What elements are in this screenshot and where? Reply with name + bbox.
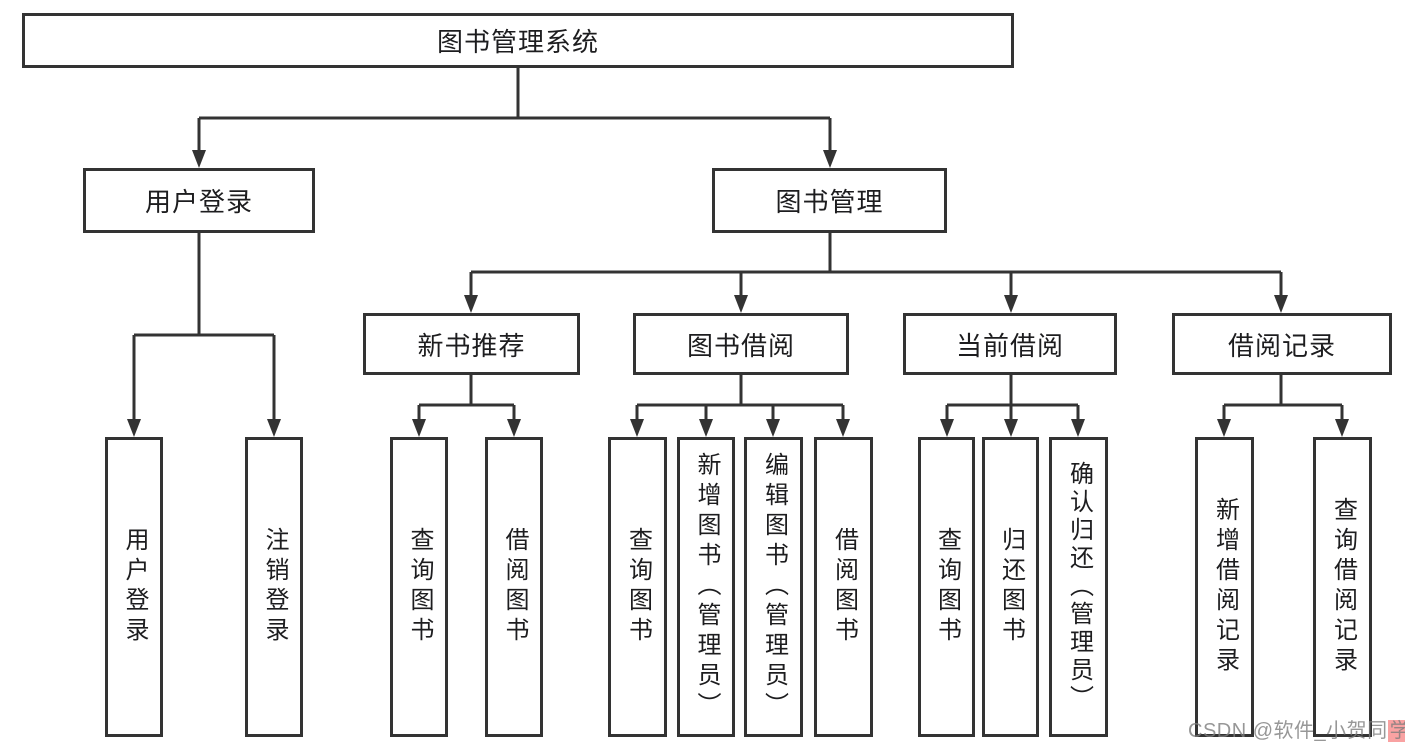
leaf-confirm-return-admin-label: 确认归还（管理员） (1065, 461, 1093, 713)
leaf-return-book-label: 归还图书 (997, 527, 1025, 647)
node-new-book-recommend: 新书推荐 (363, 313, 580, 375)
node-current-borrow-label: 当前借阅 (955, 330, 1064, 361)
node-new-book-recommend-label: 新书推荐 (417, 330, 526, 361)
node-book-borrow: 图书借阅 (633, 313, 849, 375)
leaf-edit-book-admin-label: 编辑图书（管理员） (760, 452, 788, 722)
leaf-add-book-admin: 新增图书（管理员） (677, 437, 735, 737)
leaf-query-book-recommend-label: 查询图书 (406, 527, 433, 647)
node-current-borrow: 当前借阅 (903, 313, 1117, 375)
leaf-query-book-recommend: 查询图书 (390, 437, 448, 737)
leaf-user-login: 用户登录 (105, 437, 163, 737)
leaf-query-book-borrow: 查询图书 (608, 437, 667, 737)
leaf-add-borrow-record-label: 新增借阅记录 (1211, 497, 1239, 677)
leaf-confirm-return-admin: 确认归还（管理员） (1049, 437, 1108, 737)
leaf-add-borrow-record: 新增借阅记录 (1195, 437, 1254, 737)
leaf-borrow-book-recommend: 借阅图书 (485, 437, 543, 737)
leaf-query-borrow-record-label: 查询借阅记录 (1329, 497, 1357, 677)
node-book-management-label: 图书管理 (775, 187, 884, 217)
leaf-query-book-borrow-label: 查询图书 (624, 527, 652, 647)
watermark: CSDN @软件_小贺同学 (1188, 714, 1405, 743)
leaf-borrow-book-recommend-label: 借阅图书 (501, 527, 528, 647)
node-root-system: 图书管理系统 (22, 13, 1014, 68)
leaf-borrow-book: 借阅图书 (814, 437, 873, 737)
node-book-borrow-label: 图书借阅 (686, 330, 795, 361)
leaf-user-login-label: 用户登录 (121, 527, 148, 647)
leaf-return-book: 归还图书 (982, 437, 1039, 737)
arrowheads (127, 150, 1349, 437)
leaf-query-book-current-label: 查询图书 (933, 527, 961, 647)
watermark-text: CSDN @软件_小贺同 (1188, 720, 1388, 742)
node-book-management: 图书管理 (712, 168, 947, 233)
node-root-label: 图书管理系统 (436, 27, 599, 57)
node-user-login: 用户登录 (83, 168, 315, 233)
leaf-edit-book-admin: 编辑图书（管理员） (744, 437, 803, 737)
leaf-logout-label: 注销登录 (261, 527, 288, 647)
leaf-logout: 注销登录 (245, 437, 303, 737)
leaf-query-borrow-record: 查询借阅记录 (1313, 437, 1372, 737)
leaf-query-book-current: 查询图书 (918, 437, 975, 737)
node-borrow-record-label: 借阅记录 (1227, 330, 1336, 361)
leaf-borrow-book-label: 借阅图书 (830, 527, 858, 647)
watermark-highlight: 学 (1387, 720, 1405, 742)
node-user-login-label: 用户登录 (144, 187, 253, 217)
node-borrow-record: 借阅记录 (1172, 313, 1392, 375)
leaf-add-book-admin-label: 新增图书（管理员） (693, 452, 720, 722)
